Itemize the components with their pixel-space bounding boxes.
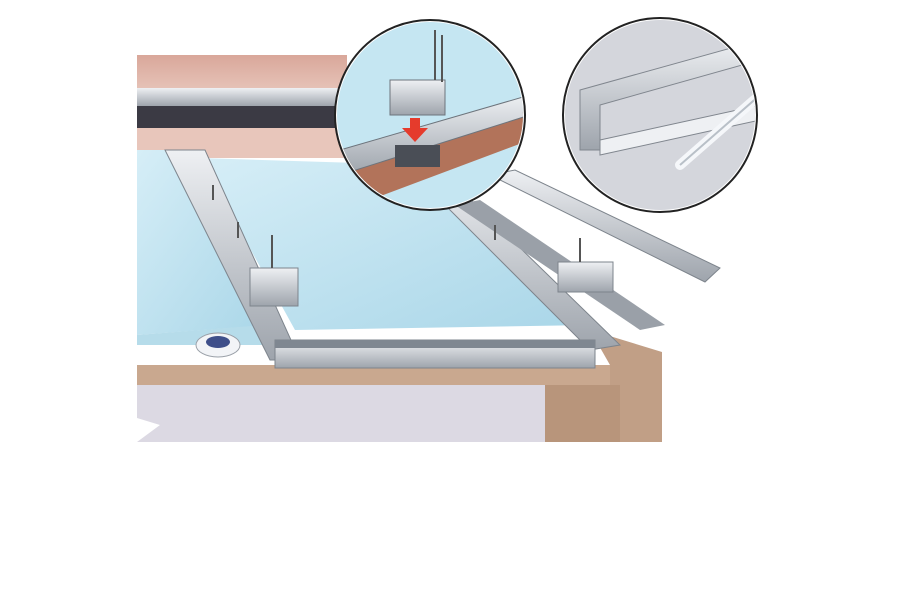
floor	[137, 385, 620, 442]
clamp-left	[249, 235, 299, 307]
back-wall	[137, 55, 347, 158]
sealing-tape-roll	[195, 332, 241, 358]
timber-beam	[137, 330, 662, 442]
clamp-right	[557, 238, 614, 293]
detail-circle-clamp	[334, 19, 526, 211]
screws	[212, 185, 496, 240]
detail-circle-profile	[562, 17, 758, 213]
arrow-down-icon	[402, 118, 428, 142]
